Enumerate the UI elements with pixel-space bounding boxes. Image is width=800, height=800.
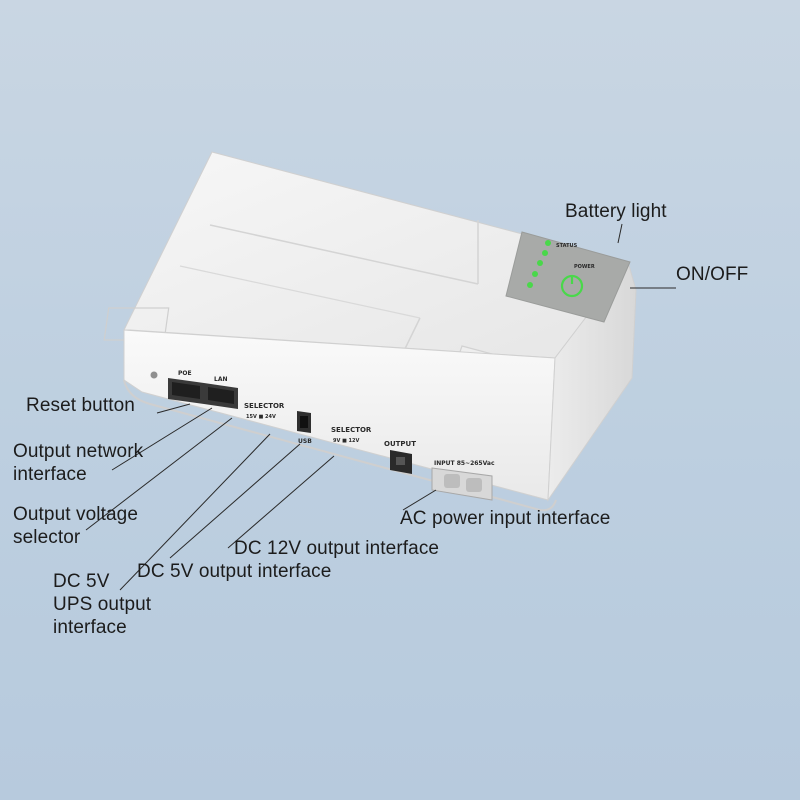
dc5v-ups-line-3: interface bbox=[53, 617, 127, 638]
input-marking: INPUT 85~265Vac bbox=[434, 460, 495, 467]
poe-marking: POE bbox=[178, 370, 192, 377]
usb-port[interactable] bbox=[297, 411, 311, 433]
output-network-label-line-2: interface bbox=[13, 464, 87, 485]
ac-input-socket[interactable] bbox=[431, 467, 493, 501]
dc5v-ups-line-2: UPS output bbox=[53, 594, 152, 615]
output-voltage-selector-label: Output voltage selector bbox=[13, 503, 183, 549]
battery-light-label: Battery light bbox=[565, 201, 667, 222]
on-off-label: ON/OFF bbox=[676, 264, 749, 285]
output-voltage-selector-line-1: Output voltage bbox=[13, 504, 138, 525]
dc-output-jack[interactable] bbox=[390, 450, 412, 474]
power-marking: POWER bbox=[574, 264, 595, 270]
rj45-port-poe[interactable] bbox=[168, 378, 204, 404]
status-marking: STATUS bbox=[556, 243, 578, 249]
output-voltage-selector-line-2: selector bbox=[13, 527, 81, 548]
selector-1-marking: SELECTOR bbox=[244, 402, 285, 410]
reset-hole[interactable] bbox=[150, 371, 158, 379]
output-marking: OUTPUT bbox=[384, 440, 416, 448]
dc5v-ups-label: DC 5V UPS output interface bbox=[53, 570, 203, 639]
led-4 bbox=[532, 271, 538, 277]
ac-power-input-label: AC power input interface bbox=[400, 508, 611, 529]
leader-lines bbox=[85, 223, 676, 591]
usb-marking: USB bbox=[298, 438, 312, 445]
led-3 bbox=[537, 260, 543, 266]
lan-marking: LAN bbox=[214, 376, 228, 383]
rj45-port-lan[interactable] bbox=[204, 383, 238, 409]
selector-2-marking: SELECTOR bbox=[331, 426, 372, 434]
dc12v-output-label: DC 12V output interface bbox=[234, 538, 440, 559]
selector-2-values: 9V ■ 12V bbox=[333, 438, 360, 444]
output-network-label: Output network interface bbox=[13, 440, 203, 486]
device-front-face bbox=[123, 329, 556, 501]
power-button[interactable] bbox=[560, 274, 584, 298]
reset-button-label: Reset button bbox=[26, 395, 135, 416]
dc5v-output-label: DC 5V output interface bbox=[137, 561, 332, 582]
led-1 bbox=[545, 240, 551, 246]
led-2 bbox=[542, 250, 548, 256]
led-5 bbox=[527, 282, 533, 288]
dc5v-ups-line-1: DC 5V bbox=[53, 571, 110, 592]
selector-1-values: 15V ■ 24V bbox=[246, 414, 276, 420]
output-network-label-line-1: Output network bbox=[13, 441, 144, 462]
